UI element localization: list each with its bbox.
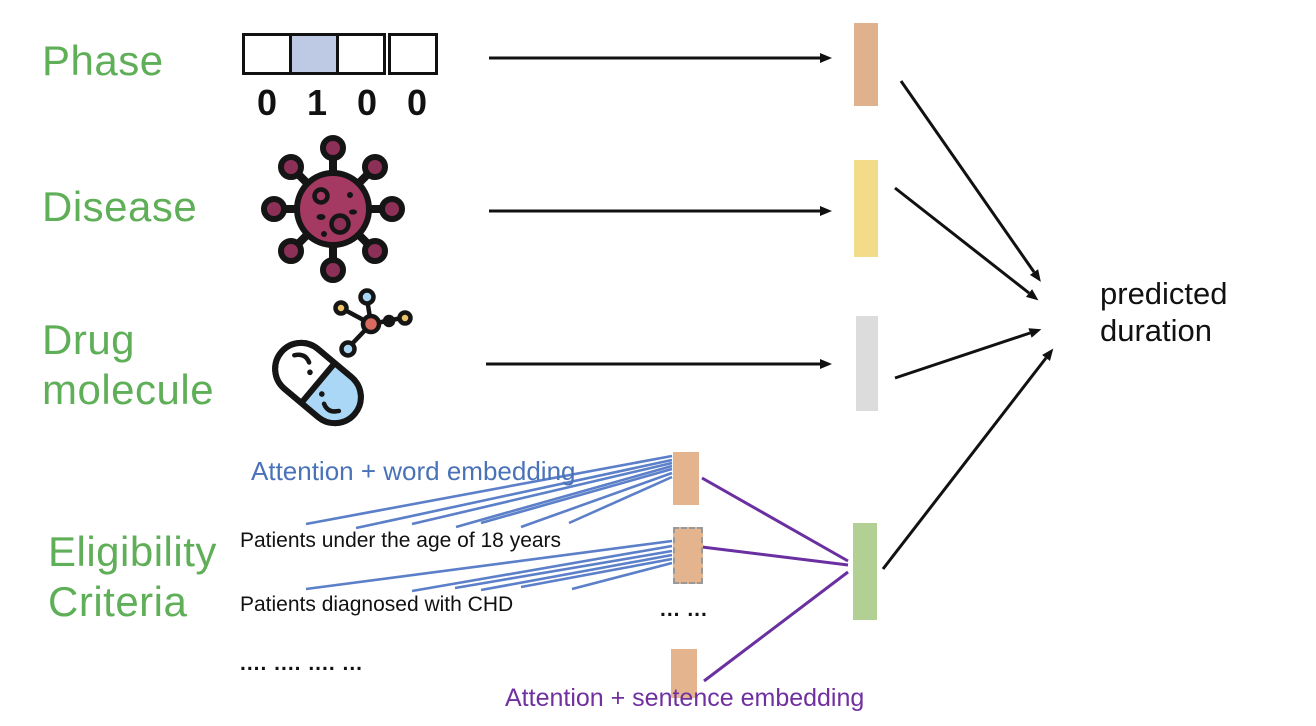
onehot-digit: 1 bbox=[306, 82, 328, 123]
onehot-cell-highlighted bbox=[289, 33, 339, 75]
attention-sentence-embedding-label: Attention + sentence embedding bbox=[505, 684, 865, 712]
word-attention-lines-sentence2 bbox=[305, 539, 673, 593]
onehot-cell bbox=[242, 33, 292, 75]
sentence1-embedding-bar bbox=[673, 452, 699, 505]
drug-embedding-bar bbox=[856, 316, 878, 411]
drug-molecule-label: Drug molecule bbox=[42, 316, 215, 414]
phase-label: Phase bbox=[42, 37, 164, 84]
criteria-embedding-bar bbox=[853, 523, 877, 620]
onehot-cell bbox=[336, 33, 386, 75]
disease-embedding-bar bbox=[854, 160, 878, 257]
more-sentence-bars-dots: ... ... bbox=[660, 598, 708, 621]
onehot-digit: 0 bbox=[406, 82, 428, 123]
criteria-more-sentences-dots: .... .... .... ... bbox=[240, 652, 364, 675]
onehot-digit: 0 bbox=[356, 82, 378, 123]
criteria-sentence-1: Patients under the age of 18 years bbox=[240, 529, 562, 552]
phase-onehot-vector bbox=[242, 33, 438, 75]
phase-embedding-bar bbox=[854, 23, 878, 106]
disease-label: Disease bbox=[42, 183, 198, 230]
sentence2-embedding-bar-dashed bbox=[673, 527, 703, 584]
sentence3-embedding-bar bbox=[671, 649, 697, 698]
arrow-drug-embedding-to-output bbox=[894, 328, 1042, 380]
pill-molecule-icon bbox=[250, 286, 425, 443]
predicted-duration-label: predicted duration bbox=[1100, 276, 1228, 348]
arrow-phase-embedding-to-output bbox=[899, 80, 1041, 282]
eligibility-criteria-label: Eligibility Criteria bbox=[48, 528, 217, 626]
attention-word-embedding-label: Attention + word embedding bbox=[251, 456, 576, 486]
onehot-digit: 0 bbox=[256, 82, 278, 123]
criteria-sentence-2: Patients diagnosed with CHD bbox=[240, 593, 514, 616]
phase-onehot-digits: 0 1 0 0 bbox=[242, 82, 442, 124]
word-attention-lines-sentence1 bbox=[305, 454, 673, 530]
virus-icon bbox=[258, 132, 408, 289]
arrow-criteria-embedding-to-output bbox=[881, 348, 1054, 570]
sentence-attention-lines bbox=[701, 476, 849, 683]
onehot-cell bbox=[388, 33, 438, 75]
arrow-disease-embedding-to-output bbox=[894, 186, 1039, 301]
